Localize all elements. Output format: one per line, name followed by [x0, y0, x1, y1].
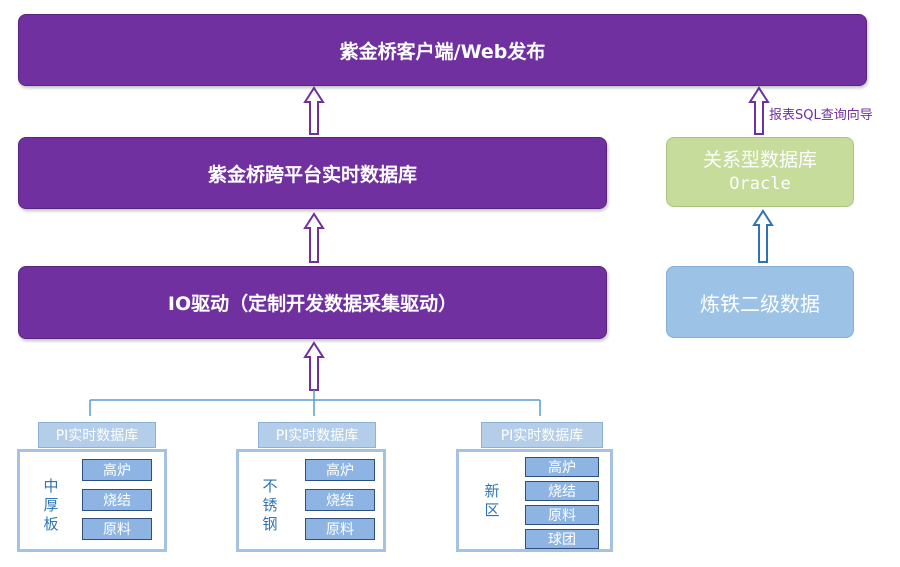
realtime-database-label: 紫金桥跨平台实时数据库	[207, 163, 417, 186]
source-frame-3: 新 区 高炉 烧结 原料 球团	[456, 449, 613, 552]
plant-char: 不	[262, 477, 278, 495]
source-item: 原料	[525, 505, 599, 525]
source-item: 高炉	[525, 457, 599, 477]
ironmaking-level2-label: 炼铁二级数据	[700, 291, 820, 316]
source-item: 烧结	[525, 481, 599, 501]
realtime-database-box: 紫金桥跨平台实时数据库	[18, 137, 607, 209]
plant-char: 板	[43, 515, 59, 533]
source-item: 原料	[305, 518, 375, 540]
oracle-line1: 关系型数据库	[702, 149, 817, 171]
oracle-line2: Oracle	[729, 174, 791, 194]
arrow-sources-to-io	[303, 341, 325, 391]
sources-bracket	[89, 390, 541, 416]
plant-label-1: 中 厚 板	[42, 477, 60, 534]
plant-label-2: 不 锈 钢	[261, 477, 279, 534]
plant-char: 新	[484, 482, 500, 500]
pi-database-label-1: PI实时数据库	[38, 422, 156, 448]
plant-char: 中	[43, 477, 59, 495]
source-item: 烧结	[82, 489, 152, 511]
source-item: 烧结	[305, 489, 375, 511]
pi-database-label-3: PI实时数据库	[481, 422, 603, 448]
source-item: 原料	[82, 518, 152, 540]
source-item: 高炉	[305, 459, 375, 481]
plant-char: 区	[484, 501, 500, 519]
plant-char: 锈	[262, 496, 278, 514]
source-frame-1: 中 厚 板 高炉 烧结 原料	[17, 449, 167, 552]
oracle-database-box: 关系型数据库 Oracle	[666, 137, 854, 207]
io-driver-label: IO驱动（定制开发数据采集驱动）	[167, 293, 458, 315]
client-web-publish-box: 紫金桥客户端/Web发布	[18, 14, 867, 86]
plant-char: 厚	[43, 496, 59, 514]
pi-database-label-2: PI实时数据库	[258, 422, 376, 448]
source-item: 高炉	[82, 459, 152, 481]
ironmaking-level2-box: 炼铁二级数据	[666, 266, 854, 338]
client-web-publish-label: 紫金桥客户端/Web发布	[339, 40, 546, 63]
arrow-oracle-to-top	[748, 86, 770, 135]
arrow-rtdb-to-top	[303, 86, 325, 135]
arrow-iron-to-oracle	[752, 209, 774, 263]
report-sql-label: 报表SQL查询向导	[769, 108, 873, 123]
plant-label-3: 新 区	[483, 482, 501, 520]
io-driver-box: IO驱动（定制开发数据采集驱动）	[18, 266, 607, 339]
source-frame-2: 不 锈 钢 高炉 烧结 原料	[236, 449, 386, 552]
arrow-io-to-rtdb	[303, 212, 325, 263]
source-item: 球团	[525, 529, 599, 549]
plant-char: 钢	[262, 515, 278, 533]
